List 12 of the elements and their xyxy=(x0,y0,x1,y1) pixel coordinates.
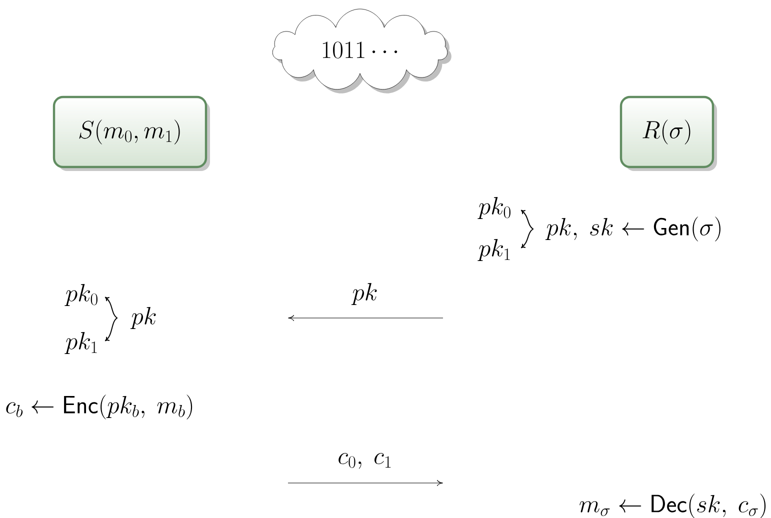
math-label: $pk_1$ xyxy=(64,332,97,354)
party-box: $S(m_0, m_1)$ xyxy=(52,96,210,171)
math-label: $c_b \leftarrow \mathsf{Enc}(pk_b,\ m_b)$ xyxy=(6,394,192,420)
math-label: $m_\sigma \leftarrow \mathsf{Dec}(sk,\ c_\sigma)$ xyxy=(580,494,766,518)
math-label: $pk_0$ xyxy=(478,197,510,219)
math-label: $pk$ xyxy=(351,282,377,305)
math-label: $c_0,\ c_1$ xyxy=(338,453,391,469)
party-box: $R(\sigma)$ xyxy=(620,96,717,171)
math-label: $pk,\ sk \leftarrow \mathsf{Gen}(\sigma)$ xyxy=(545,216,720,242)
math-label: $pk_0$ xyxy=(64,284,98,306)
math-label: $pk$ xyxy=(130,306,156,329)
math-label: $pk_1$ xyxy=(478,238,510,261)
